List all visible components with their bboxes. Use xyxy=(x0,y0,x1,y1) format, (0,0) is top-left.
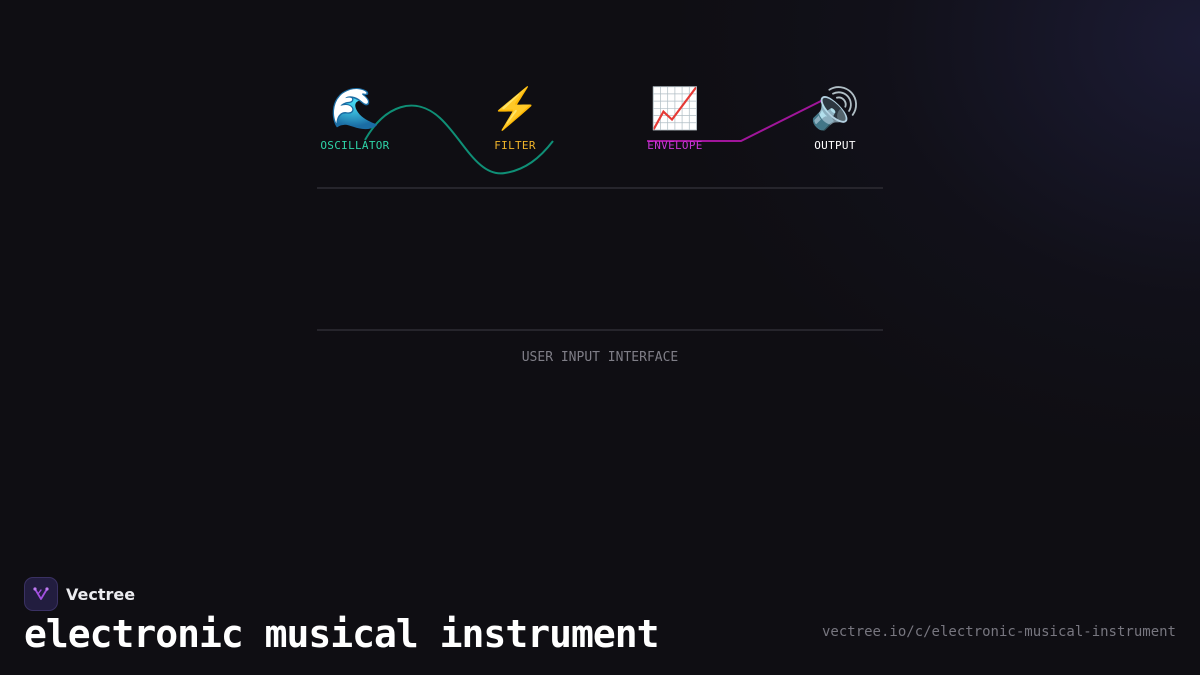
node-label-filter: FILTER xyxy=(494,139,536,152)
envelope-curve xyxy=(647,99,824,142)
node-label-envelope: ENVELOPE xyxy=(647,139,703,152)
wave-icon: 🌊 xyxy=(330,86,380,131)
node-output: 🔊 OUTPUT xyxy=(775,85,895,152)
page-url[interactable]: vectree.io/c/electronic-musical-instrume… xyxy=(821,624,1176,640)
node-label-output: OUTPUT xyxy=(814,139,856,152)
node-envelope: 📈 ENVELOPE xyxy=(615,85,735,152)
page-title: electronic musical instrument xyxy=(24,612,659,656)
node-oscillator: 🌊 OSCILLATOR xyxy=(295,85,415,152)
chart-increasing-icon: 📈 xyxy=(650,86,700,131)
lightning-icon: ⚡ xyxy=(490,86,540,131)
oscillator-waveform xyxy=(364,104,554,175)
node-filter: ⚡ FILTER xyxy=(455,85,575,152)
brand[interactable]: Vectree xyxy=(24,577,135,611)
user-input-caption: USER INPUT INTERFACE xyxy=(521,350,679,365)
brand-name: Vectree xyxy=(66,584,136,604)
node-label-oscillator: OSCILLATOR xyxy=(320,139,390,152)
speaker-icon: 🔊 xyxy=(810,86,860,131)
vectree-logo-icon xyxy=(24,577,58,611)
